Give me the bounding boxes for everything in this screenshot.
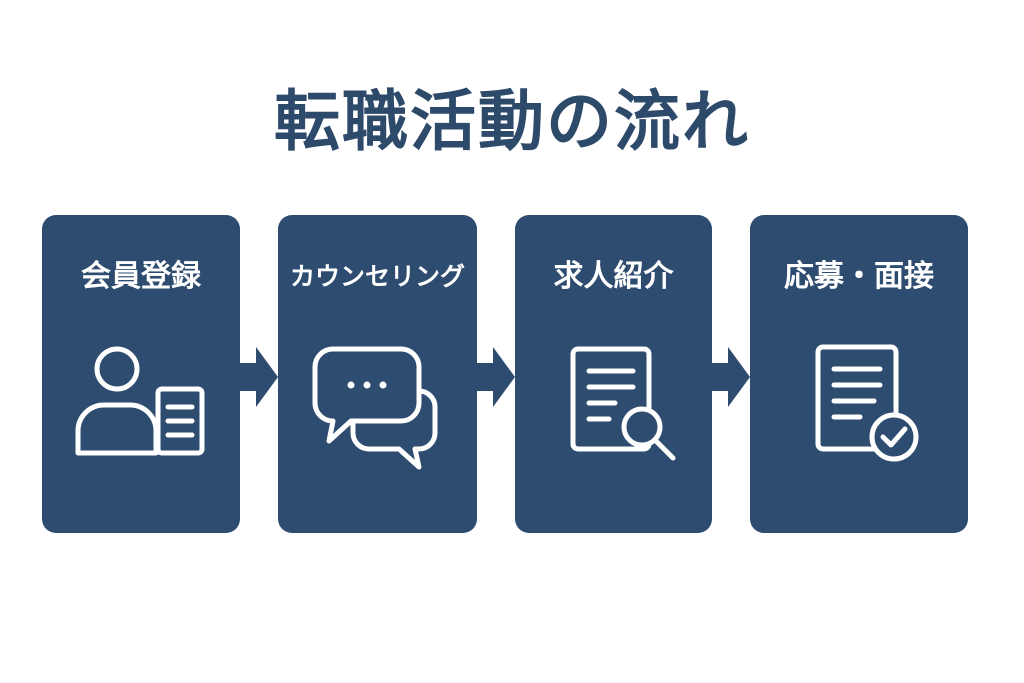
arrow-right-icon	[712, 347, 750, 411]
document-check-icon	[750, 327, 968, 477]
page-title: 転職活動の流れ	[274, 83, 750, 160]
step-card-job-introduction: 求人紹介	[515, 215, 712, 533]
step-label: カウンセリング	[289, 262, 465, 291]
user-document-icon	[42, 327, 240, 477]
arrow-right-icon	[240, 347, 278, 411]
step-card-application-interview: 応募・面接	[750, 215, 968, 533]
step-label: 求人紹介	[553, 259, 674, 294]
step-label: 応募・面接	[784, 259, 934, 294]
arrow-right-icon	[477, 347, 515, 411]
chat-bubbles-icon	[278, 327, 477, 477]
step-card-registration: 会員登録	[42, 215, 240, 533]
step-card-counseling: カウンセリング	[278, 215, 477, 533]
document-search-icon	[515, 327, 712, 477]
step-label: 会員登録	[81, 259, 201, 294]
